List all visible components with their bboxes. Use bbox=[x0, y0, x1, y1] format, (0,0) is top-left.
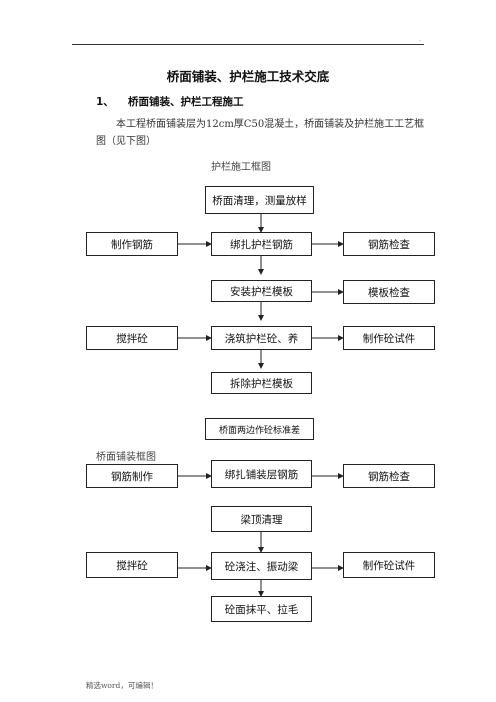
box-deck-mix-concrete: 搅拌砼 bbox=[86, 552, 178, 578]
footer-note: 精选word，可编辑！ bbox=[86, 681, 158, 690]
deck-flow-label: 桥面铺装框图 bbox=[96, 452, 156, 463]
box-edge-marks: 桥面两边作砼标准差 bbox=[205, 418, 314, 440]
box-install-formwork: 安装护栏模板 bbox=[211, 280, 312, 302]
document-title: 桥面铺装、护栏施工技术交底 bbox=[166, 69, 330, 84]
box-deck-make-specimens: 制作砼试件 bbox=[343, 552, 435, 578]
box-rebar-fab: 钢筋制作 bbox=[86, 464, 178, 488]
box-formwork-check: 模板检查 bbox=[343, 280, 435, 304]
box-beam-top-clean: 梁顶清理 bbox=[211, 506, 312, 532]
header-rule bbox=[72, 44, 424, 45]
box-make-rebar: 制作钢筋 bbox=[86, 232, 178, 256]
guardrail-flow-label: 护栏施工框图 bbox=[211, 162, 271, 173]
box-deck-rebar-check: 钢筋检查 bbox=[343, 464, 435, 488]
box-pour-vibrate: 砼浇注、振动梁 bbox=[211, 552, 312, 580]
box-trowel-texture: 砼面抹平、拉毛 bbox=[211, 596, 312, 622]
box-rebar-check: 钢筋检查 bbox=[343, 232, 435, 256]
box-tie-deck-rebar: 绑扎铺装层钢筋 bbox=[211, 460, 312, 488]
box-clean-survey: 桥面清理，测量放样 bbox=[205, 186, 314, 214]
box-mix-concrete: 搅拌砼 bbox=[86, 326, 178, 350]
box-tie-rebar: 绑扎护栏钢筋 bbox=[211, 232, 312, 256]
box-remove-formwork: 拆除护栏模板 bbox=[211, 372, 312, 394]
section-heading: 1、 桥面铺装、护栏工程施工 bbox=[96, 94, 244, 109]
header-corner-mark: . bbox=[419, 36, 421, 43]
section-title: 桥面铺装、护栏工程施工 bbox=[128, 96, 244, 108]
box-make-specimens: 制作砼试件 bbox=[343, 326, 435, 350]
box-pour-cure: 浇筑护栏砼、养 bbox=[211, 326, 312, 350]
intro-paragraph: 本工程桥面铺装层为12cm厚C50混凝土，桥面铺装及护栏施工工艺框图（见下图） bbox=[96, 119, 425, 147]
section-number: 1、 bbox=[96, 96, 114, 108]
